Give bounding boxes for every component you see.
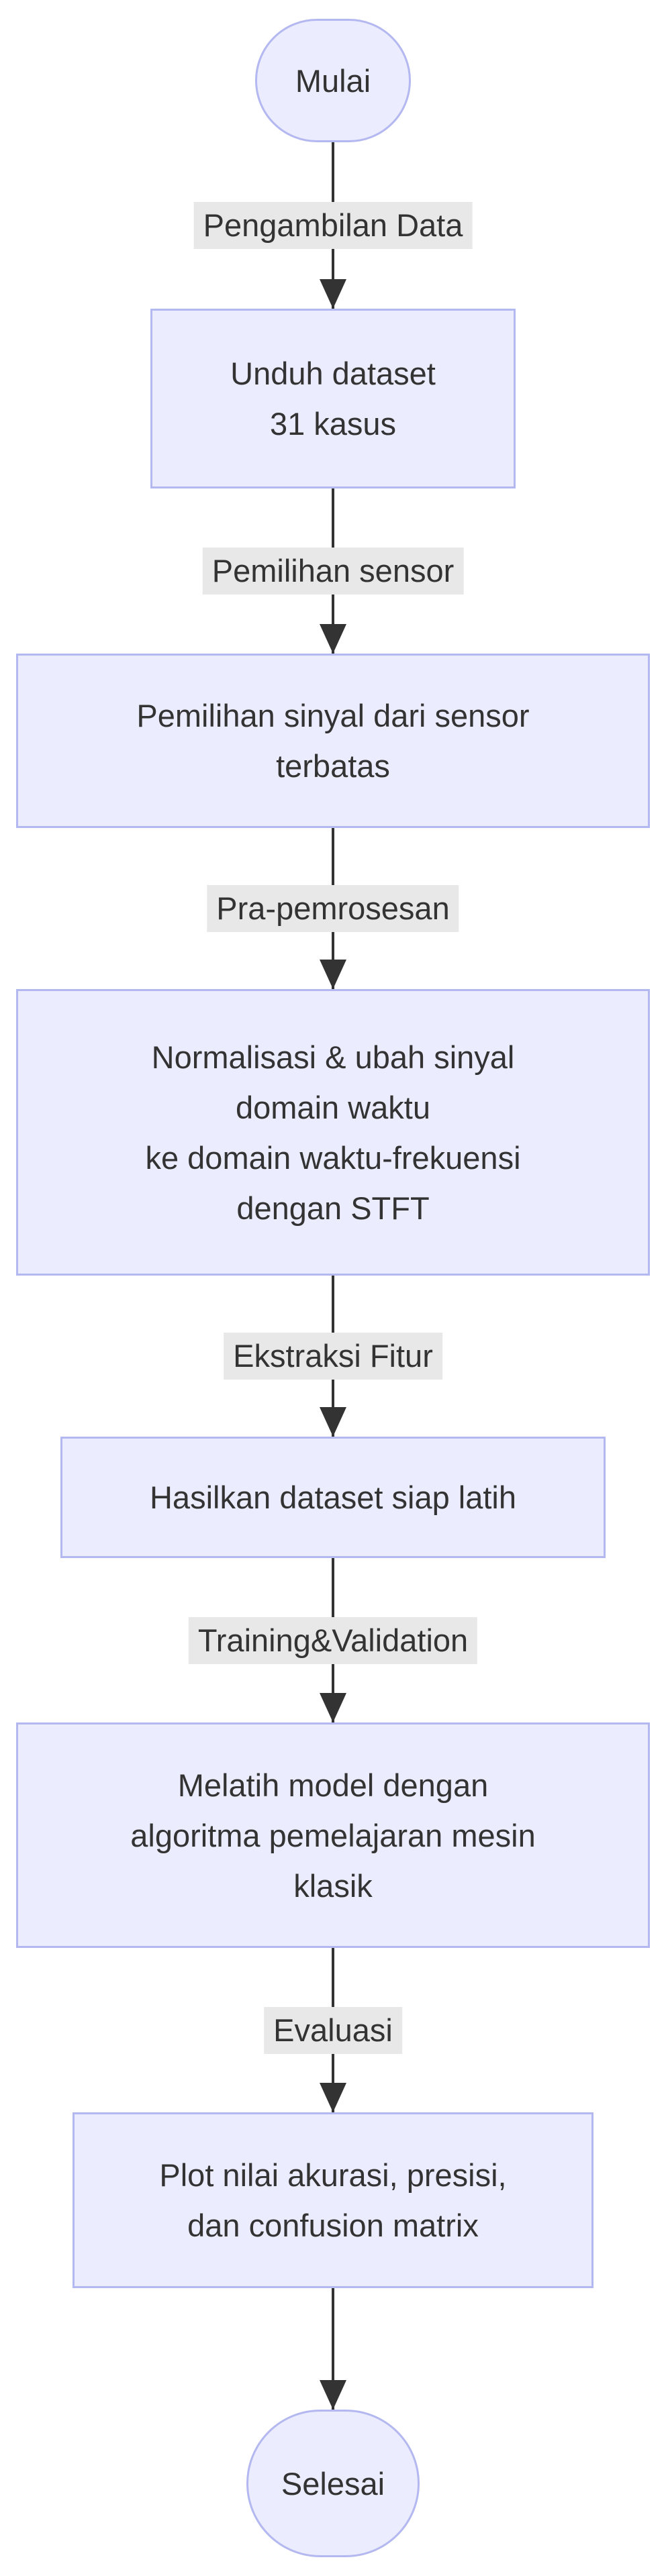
process-plot-nilai: Plot nilai akurasi, presisi, dan confusi… bbox=[73, 2112, 593, 2288]
arrowhead-down-icon bbox=[320, 279, 346, 309]
node-text-line: Melatih model dengan bbox=[177, 1767, 489, 1803]
terminal-start-node: Mulai bbox=[255, 19, 411, 142]
edge-unduh-to-pemilihan-sinyal: Pemilihan sensor bbox=[98, 488, 568, 654]
node-text-line: Plot nilai akurasi, presisi, bbox=[159, 2157, 507, 2193]
process-unduh-dataset: Unduh dataset 31 kasus bbox=[150, 309, 516, 488]
node-text-line: Unduh dataset bbox=[230, 356, 436, 391]
edge-label-ekstraksi-fitur: Ekstraksi Fitur bbox=[224, 1333, 442, 1380]
arrowhead-down-icon bbox=[320, 960, 346, 989]
arrowhead-down-icon bbox=[320, 2083, 346, 2112]
process-hasilkan-dataset: Hasilkan dataset siap latih bbox=[60, 1437, 606, 1558]
node-text-line: 31 kasus bbox=[269, 406, 397, 442]
node-text-line: ke domain waktu-frekuensi bbox=[145, 1139, 521, 1176]
terminal-end-label: Selesai bbox=[281, 2465, 385, 2502]
edge-pemilihan-to-normalisasi: Pra-pemrosesan bbox=[98, 828, 568, 989]
node-text-line: dan confusion matrix bbox=[187, 2208, 479, 2243]
node-text-line: Hasilkan dataset siap latih bbox=[149, 1480, 517, 1515]
node-text-line: klasik bbox=[293, 1867, 373, 1904]
edge-melatih-to-plot: Evaluasi bbox=[98, 1948, 568, 2112]
terminal-end-node: Selesai bbox=[246, 2410, 420, 2557]
edge-plot-to-end bbox=[98, 2288, 568, 2410]
process-normalisasi-stft: Normalisasi & ubah sinyal domain waktu k… bbox=[16, 989, 650, 1276]
node-text-line: terbatas bbox=[276, 748, 390, 784]
edge-normalisasi-to-hasilkan: Ekstraksi Fitur bbox=[98, 1276, 568, 1437]
arrowhead-down-icon bbox=[320, 1693, 346, 1722]
node-text-line: Normalisasi & ubah sinyal bbox=[151, 1039, 515, 1075]
edge-hasilkan-to-melatih: Training&Validation bbox=[98, 1558, 568, 1722]
node-text-line: domain waktu bbox=[236, 1089, 430, 1125]
edge-line bbox=[332, 2288, 334, 2410]
edge-label-pengambilan-data: Pengambilan Data bbox=[193, 202, 473, 249]
edge-label-pra-pemrosesan: Pra-pemrosesan bbox=[207, 885, 459, 932]
arrowhead-down-icon bbox=[320, 1407, 346, 1437]
edge-label-pemilihan-sensor: Pemilihan sensor bbox=[202, 548, 464, 595]
node-text-line: dengan STFT bbox=[236, 1190, 430, 1226]
node-text-line: Pemilihan sinyal dari sensor bbox=[136, 698, 530, 733]
process-pemilihan-sinyal: Pemilihan sinyal dari sensor terbatas bbox=[16, 654, 650, 828]
edge-label-training-validation: Training&Validation bbox=[188, 1616, 478, 1664]
terminal-start-label: Mulai bbox=[295, 62, 371, 99]
edge-label-evaluasi: Evaluasi bbox=[264, 2006, 402, 2054]
edge-start-to-unduh-dataset: Pengambilan Data bbox=[98, 142, 568, 309]
arrowhead-down-icon bbox=[320, 2380, 346, 2410]
process-melatih-model: Melatih model dengan algoritma pemelajar… bbox=[16, 1722, 650, 1948]
node-text-line: algoritma pemelajaran mesin bbox=[130, 1817, 536, 1853]
arrowhead-down-icon bbox=[320, 624, 346, 654]
